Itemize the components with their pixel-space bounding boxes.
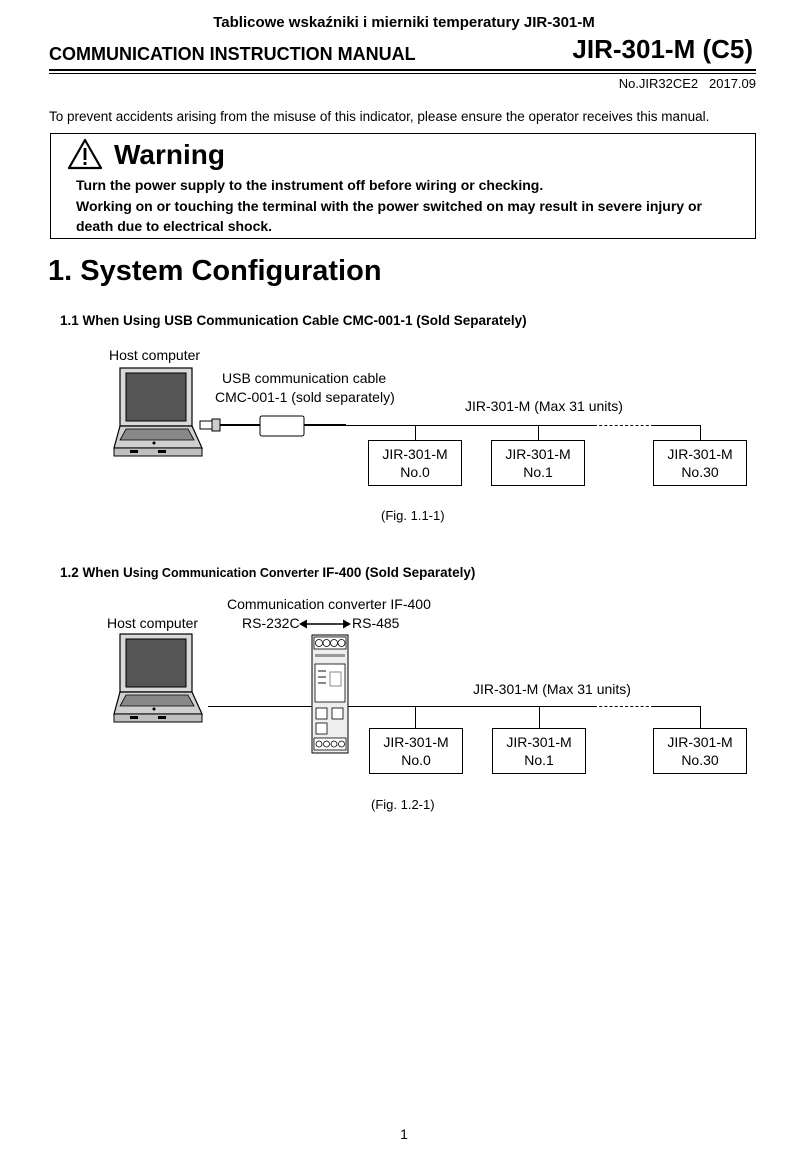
warning-line-1: Turn the power supply to the instrument …	[76, 177, 544, 193]
heading-part: 1.2 When U	[60, 565, 133, 580]
bus-label-2: JIR-301-M (Max 31 units)	[473, 681, 631, 697]
manual-title: COMMUNICATION INSTRUCTION MANUAL	[49, 44, 416, 64]
instrument-model: JIR-301-M	[667, 446, 733, 462]
section-heading: 1. System Configuration	[48, 255, 382, 287]
instrument-number: No.0	[401, 752, 431, 768]
instrument-box-no1: JIR-301-M No.1	[491, 440, 585, 486]
subsection-heading-1-1: 1.1 When Using USB Communication Cable C…	[60, 313, 527, 328]
usb-cable-label: USB communication cable	[222, 370, 387, 386]
warning-title: Warning	[114, 139, 225, 170]
usb-cable-icon	[199, 415, 346, 437]
drop-line	[700, 706, 701, 728]
instrument-model: JIR-301-M	[382, 446, 448, 462]
header-rule	[49, 69, 756, 71]
instrument-number: No.1	[524, 752, 554, 768]
instrument-number: No.30	[681, 752, 719, 768]
laptop-icon	[113, 367, 203, 457]
double-arrow-icon	[299, 619, 351, 629]
rs485-bus-line	[348, 706, 594, 707]
model-title: JIR-301-M (C5)	[572, 34, 753, 64]
instrument-box-no30: JIR-301-M No.30	[653, 728, 747, 774]
bus-dashed-segment	[594, 706, 654, 707]
host-computer-label: Host computer	[109, 347, 201, 363]
warning-triangle-icon	[67, 138, 103, 170]
subsection-heading-1-2: 1.2 When Using Communication Converter I…	[60, 565, 475, 580]
warning-line-2: Working on or touching the terminal with…	[76, 198, 702, 214]
drop-line	[538, 425, 539, 440]
heading-part: IF-400 (Sold Separately)	[322, 565, 476, 580]
instrument-box-no1: JIR-301-M No.1	[492, 728, 586, 774]
instrument-number: No.1	[523, 464, 553, 480]
instrument-model: JIR-301-M	[505, 446, 571, 462]
intro-text: To prevent accidents arising from the mi…	[49, 109, 710, 124]
instrument-box-no0: JIR-301-M No.0	[368, 440, 462, 486]
instrument-model: JIR-301-M	[667, 734, 733, 750]
instrument-box-no30: JIR-301-M No.30	[653, 440, 747, 486]
figure-caption-1: (Fig. 1.1-1)	[381, 508, 445, 523]
page-number: 1	[400, 1126, 408, 1142]
usb-cable-model-label: CMC-001-1 (sold separately)	[215, 389, 395, 405]
rs485-bus-line	[346, 425, 594, 426]
laptop-icon	[113, 633, 203, 723]
instrument-model: JIR-301-M	[383, 734, 449, 750]
drop-line	[415, 706, 416, 728]
bus-dashed-segment	[594, 425, 654, 426]
host-computer-label: Host computer	[107, 615, 199, 631]
instrument-number: No.30	[681, 464, 719, 480]
rs485-label: RS-485	[352, 615, 400, 631]
instrument-model: JIR-301-M	[506, 734, 572, 750]
document-top-title: Tablicowe wskaźniki i mierniki temperatu…	[213, 14, 595, 31]
heading-part: sing Communication Converter	[132, 566, 323, 580]
instrument-box-no0: JIR-301-M No.0	[369, 728, 463, 774]
warning-line-3: death due to electrical shock.	[76, 218, 273, 234]
drop-line	[415, 425, 416, 440]
rs485-bus-line-end	[654, 425, 701, 426]
document-number: No.JIR32CE2 2017.09	[618, 76, 756, 91]
instrument-number: No.0	[400, 464, 430, 480]
rs232c-cable-line	[208, 706, 312, 707]
warning-box	[50, 133, 756, 239]
rs485-bus-line-end	[654, 706, 701, 707]
bus-label-1: JIR-301-M (Max 31 units)	[465, 398, 623, 414]
if400-converter-icon	[311, 634, 349, 754]
rs232c-label: RS-232C	[242, 615, 300, 631]
drop-line	[539, 706, 540, 728]
figure-caption-2: (Fig. 1.2-1)	[371, 797, 435, 812]
converter-label: Communication converter IF-400	[227, 596, 431, 612]
drop-line	[700, 425, 701, 440]
header-rule-thin	[49, 73, 756, 74]
